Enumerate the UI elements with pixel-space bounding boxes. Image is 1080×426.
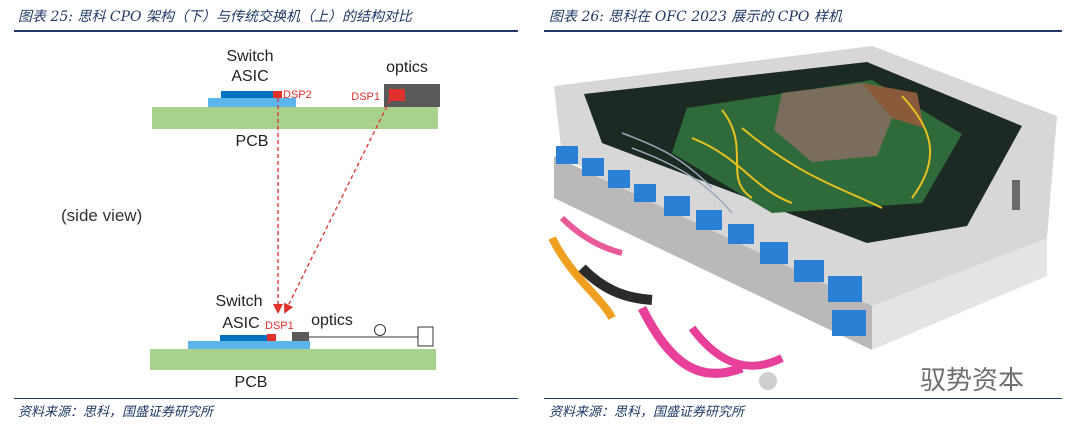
- side-panel: [872, 238, 1047, 350]
- left-figure-source: 资料来源：思科，国盛证券研究所: [18, 405, 214, 420]
- watermark-text: 驭势资本: [920, 366, 1024, 394]
- pull-tabs: [548, 215, 784, 378]
- bottom-switch-label-line1: Switch: [215, 293, 262, 310]
- top-dsp2-label: DSP2: [283, 89, 312, 101]
- front-panel: [554, 156, 872, 350]
- top-switch-label-line1: Switch: [226, 48, 273, 65]
- left-figure-title: 图表 25: 思科 CPO 架构（下）与传统交换机（上）的结构对比: [18, 9, 412, 25]
- copper-block: [862, 83, 924, 128]
- side-view-label: (side view): [61, 206, 142, 225]
- top-asic-label-line2: ASIC: [231, 68, 268, 85]
- bottom-optics-label: optics: [311, 312, 353, 329]
- optical-ports: [556, 146, 866, 336]
- bottom-pcb: [150, 349, 436, 370]
- top-dsp1-label: DSP1: [351, 91, 380, 103]
- bottom-optics-engine: [292, 332, 309, 341]
- cpo-prototype-photo: 驭势资本: [542, 38, 1062, 394]
- side-vent: [1012, 180, 1020, 210]
- top-switch-asic: [221, 91, 278, 98]
- heatsink: [774, 83, 892, 162]
- bottom-asic-label-line2: ASIC: [222, 315, 259, 332]
- yellow-fibers: [691, 95, 932, 209]
- bottom-pcb-label: PCB: [235, 374, 268, 391]
- left-source-rule: [14, 398, 518, 399]
- bottom-dsp1-chip: [267, 334, 276, 341]
- left-title-rule: [14, 30, 518, 32]
- top-dsp1-chip: [389, 89, 405, 101]
- bottom-switch-asic: [220, 335, 267, 341]
- top-optics-label: optics: [386, 59, 428, 76]
- right-figure-source: 资料来源：思科，国盛证券研究所: [549, 405, 745, 420]
- watermark-logo-icon: [759, 372, 777, 390]
- right-figure-title: 图表 26: 思科在 OFC 2023 展示的 CPO 样机: [549, 9, 842, 25]
- right-source-rule: [544, 398, 1062, 399]
- top-pcb-label: PCB: [236, 133, 269, 150]
- cpo-structure-diagram: Switch ASIC DSP2 optics DSP1 PCB (side v…: [61, 48, 440, 391]
- top-pcb: [152, 107, 438, 129]
- top-dsp2-chip: [273, 91, 282, 98]
- gray-fibers: [621, 132, 733, 214]
- top-substrate: [208, 98, 296, 107]
- dsp1-move-arrow: [284, 99, 391, 314]
- bottom-dsp1-label: DSP1: [265, 320, 294, 332]
- right-title-rule: [544, 30, 1062, 32]
- fiber-connector: [417, 326, 434, 347]
- bottom-substrate: [188, 341, 310, 349]
- fiber-coil: [374, 324, 386, 336]
